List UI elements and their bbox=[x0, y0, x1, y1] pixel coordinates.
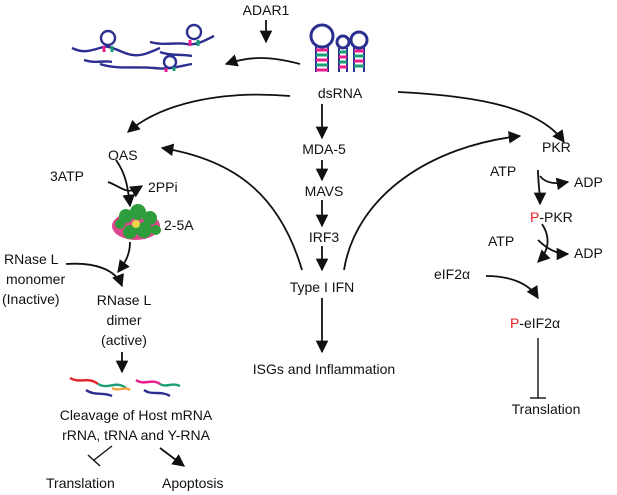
rnasel-monomer-line1: RNase L bbox=[4, 251, 59, 267]
rnasel-monomer-line2: monomer bbox=[6, 271, 65, 287]
adp1-label: ADP bbox=[574, 174, 603, 190]
arrow-atp3-2ppi bbox=[107, 181, 144, 198]
apoptosis-label: Apoptosis bbox=[162, 475, 223, 491]
mavs-label: MAVS bbox=[305, 183, 344, 199]
arrow-atp2 bbox=[537, 223, 551, 263]
dsrna-hairpins-icon bbox=[309, 23, 369, 72]
p-eif2a-label: P-eIF2α bbox=[510, 315, 560, 331]
mda5-label: MDA-5 bbox=[302, 141, 346, 157]
arrow-atp-pkr bbox=[533, 169, 547, 206]
arrow-ifn-oas bbox=[160, 143, 303, 271]
inhibit-translation-left bbox=[93, 445, 113, 461]
translation-right-label: Translation bbox=[512, 401, 581, 417]
isgs-label: ISGs and Inflammation bbox=[253, 361, 395, 377]
adp2-label: ADP bbox=[574, 245, 603, 261]
edited-rna-strands-icon bbox=[71, 23, 215, 72]
arrow-monomer-dimer bbox=[65, 262, 124, 288]
cleavage-line2: rRNA, tRNA and Y-RNA bbox=[62, 427, 210, 443]
p-eif2a-rest: -eIF2α bbox=[519, 315, 560, 331]
arrow-oas-2-5a bbox=[115, 159, 136, 208]
p-pkr-rest: -PKR bbox=[539, 209, 572, 225]
rnasel-monomer-line3: (Inactive) bbox=[2, 291, 60, 307]
arrow-pkr-adp bbox=[539, 175, 570, 191]
p-pkr-prefix: P bbox=[530, 209, 539, 225]
arrow-ifn-pkr bbox=[343, 130, 522, 271]
type1ifn-label: Type I IFN bbox=[290, 279, 355, 295]
eif2a-label: eIF2α bbox=[434, 266, 470, 282]
p-eif2a-prefix: P bbox=[510, 315, 519, 331]
pkr-label: PKR bbox=[542, 139, 571, 155]
arrow-dsrna-edited bbox=[224, 54, 301, 67]
arrow-2-5a-dimer bbox=[117, 241, 131, 274]
rnasel-dimer-line2: dimer bbox=[106, 312, 141, 328]
atp1-label: ATP bbox=[490, 163, 516, 179]
rnasel-dimer-line1: RNase L bbox=[97, 292, 152, 308]
dsrna-label: dsRNA bbox=[318, 85, 363, 101]
oas-protein-icon bbox=[112, 204, 161, 240]
atp3-label: 3ATP bbox=[50, 168, 84, 184]
arrow-ppkr-adp bbox=[537, 239, 570, 261]
cleavage-line1: Cleavage of Host mRNA bbox=[60, 407, 213, 423]
arrow-dsrna-pkr bbox=[397, 91, 565, 144]
arrow-dsrna-oas bbox=[127, 93, 291, 133]
p-pkr-label: P-PKR bbox=[530, 209, 573, 225]
pathway-arrows bbox=[65, 20, 570, 467]
ppi2-label: 2PPi bbox=[148, 179, 178, 195]
atp2-label: ATP bbox=[488, 233, 514, 249]
arrow-eif2a bbox=[485, 275, 539, 300]
translation-left-label: Translation bbox=[46, 475, 115, 491]
irf3-label: IRF3 bbox=[309, 229, 340, 245]
adar1-label: ADAR1 bbox=[243, 2, 290, 18]
oas-label: OAS bbox=[108, 147, 138, 163]
arrow-cleavage-apoptosis bbox=[159, 447, 186, 467]
cleaved-rna-fragments-icon bbox=[69, 376, 181, 398]
rnasel-dimer-line3: (active) bbox=[101, 332, 147, 348]
a25-label: 2-5A bbox=[164, 217, 194, 233]
